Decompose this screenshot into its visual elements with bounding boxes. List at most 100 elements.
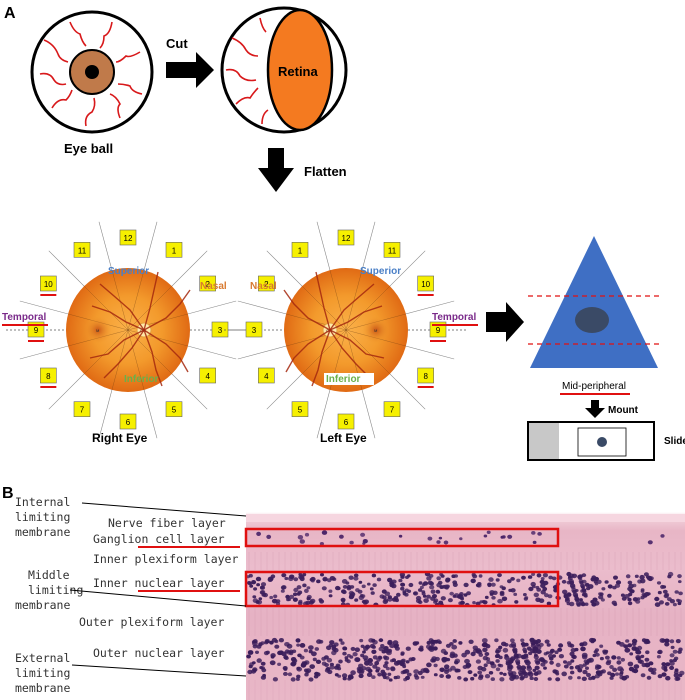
cell-nucleus: [444, 667, 449, 672]
retinal-vessel: [143, 329, 189, 373]
cell-nucleus: [246, 654, 252, 659]
cell-nucleus: [523, 649, 528, 654]
eyeball-caption: Eye ball: [64, 141, 113, 156]
retinal-vessel: [143, 329, 163, 387]
cell-nucleus: [644, 592, 650, 597]
cell-nucleus: [368, 662, 373, 666]
cell-nucleus: [439, 585, 444, 589]
cell-nucleus: [286, 650, 292, 655]
cell-nucleus: [478, 574, 483, 578]
flatten-arrow: [258, 148, 294, 192]
cell-nucleus: [510, 588, 516, 593]
cell-nucleus: [369, 587, 374, 591]
cell-nucleus: [598, 594, 604, 600]
cell-nucleus: [346, 653, 351, 658]
cell-nucleus: [569, 665, 574, 670]
cell-nucleus: [639, 574, 645, 580]
cell-nucleus: [635, 655, 641, 660]
clock-hour-box: [417, 275, 434, 292]
cell-nucleus: [264, 640, 269, 645]
cell-nucleus: [405, 660, 410, 664]
cell-nucleus: [396, 592, 401, 597]
cell-nucleus: [664, 602, 670, 606]
cell-nucleus: [596, 579, 602, 585]
cell-nucleus: [418, 588, 423, 592]
cell-nucleus: [507, 579, 512, 584]
cell-nucleus: [675, 639, 681, 644]
cell-nucleus: [293, 587, 299, 593]
cell-nucleus: [458, 641, 463, 645]
clock-hour-box: [383, 242, 401, 258]
cell-nucleus: [302, 583, 307, 588]
clock-hour-label: 7: [80, 406, 85, 415]
cell-nucleus: [592, 597, 598, 602]
superior-label: Superior: [360, 266, 401, 277]
cell-nucleus: [421, 592, 426, 596]
fundus-sector-line: [111, 270, 129, 331]
cell-nucleus: [546, 643, 551, 647]
clock-hour-label: 3: [218, 326, 223, 335]
cell-nucleus: [607, 593, 612, 598]
cell-nucleus: [521, 671, 526, 675]
cell-nucleus: [640, 589, 645, 593]
cell-nucleus: [605, 655, 610, 660]
cell-nucleus: [260, 675, 266, 680]
cell-nucleus: [371, 573, 377, 578]
left-eye-fundus-diagram: MON123456789101112SuperiorInferiorNasalT…: [224, 221, 478, 439]
cell-nucleus: [536, 670, 542, 675]
cell-nucleus: [372, 655, 378, 660]
cell-nucleus: [378, 638, 384, 643]
clock-hour-box: [258, 367, 275, 384]
cell-nucleus: [419, 585, 424, 590]
cell-nucleus: [340, 641, 345, 645]
clock-hour-label: 7: [390, 406, 395, 415]
cell-nucleus: [577, 664, 584, 670]
cell-nucleus: [256, 658, 262, 663]
cut-eyeball-illustration: [220, 6, 348, 134]
cell-nucleus: [497, 598, 503, 604]
cell-nucleus: [571, 654, 576, 659]
cell-nucleus: [526, 666, 533, 672]
cell-nucleus: [582, 641, 588, 646]
cell-nucleus: [472, 601, 476, 605]
cell-nucleus: [332, 577, 337, 581]
cell-nucleus: [256, 599, 263, 605]
cell-nucleus: [537, 532, 542, 536]
cell-nucleus: [484, 595, 489, 600]
cell-nucleus: [417, 670, 423, 676]
internal-limiting-label-3: membrane: [15, 525, 70, 539]
cell-nucleus: [538, 598, 545, 603]
cell-nucleus: [636, 597, 641, 601]
cell-nucleus: [273, 594, 278, 599]
macula: [362, 316, 390, 344]
cell-nucleus: [478, 652, 484, 657]
retinal-vessel: [311, 329, 331, 387]
cell-nucleus: [616, 660, 622, 665]
cell-nucleus: [497, 573, 502, 578]
clock-hour-label: 9: [34, 326, 39, 335]
outer-nuclear-cells: [246, 637, 685, 682]
cell-nucleus: [582, 579, 587, 584]
cell-nucleus: [586, 658, 592, 663]
cell-nucleus: [280, 589, 285, 593]
cell-nucleus: [396, 675, 401, 679]
cell-nucleus: [525, 660, 531, 666]
cell-nucleus: [329, 665, 335, 670]
cell-nucleus: [463, 677, 469, 682]
cell-nucleus: [484, 652, 490, 656]
cell-nucleus: [398, 578, 403, 583]
eyeball-illustration: [30, 10, 154, 134]
cell-nucleus: [445, 577, 451, 582]
cell-nucleus: [532, 540, 537, 545]
cell-nucleus: [298, 575, 304, 580]
outer-nuclear-layer-label: Outer nuclear layer: [93, 646, 225, 660]
clock-hour-box: [199, 367, 216, 384]
cell-nucleus: [439, 667, 445, 673]
cell-nucleus: [647, 540, 653, 545]
cell-nucleus: [678, 580, 682, 584]
cell-nucleus: [418, 581, 423, 585]
cell-nucleus: [656, 581, 662, 585]
cell-nucleus: [555, 662, 561, 668]
cell-nucleus: [584, 602, 589, 606]
clock-hour-box: [40, 367, 57, 384]
